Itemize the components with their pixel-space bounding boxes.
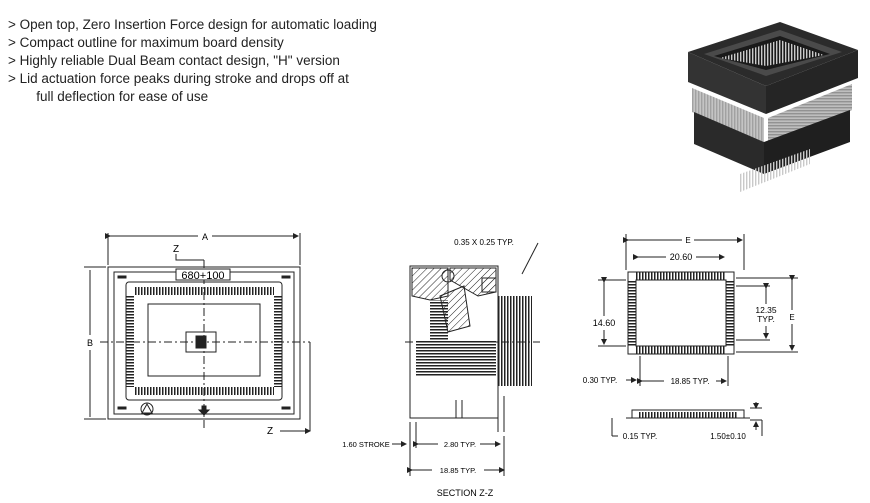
lead-thick-label: 0.15 TYP. bbox=[623, 432, 657, 441]
dim-b-label: B bbox=[87, 338, 93, 348]
dim-e-right: E bbox=[789, 313, 794, 322]
pitch-span-label: 18.85 TYP. bbox=[671, 377, 710, 386]
feature-item: > Open top, Zero Insertion Force design … bbox=[8, 17, 377, 32]
height-left-label: 14.60 bbox=[593, 318, 616, 328]
section-callout-top: 0.35 X 0.25 TYP. bbox=[454, 238, 514, 247]
width-typ-label: 2.80 TYP. bbox=[444, 440, 476, 449]
dim-a-label: A bbox=[202, 232, 208, 242]
z-marker-top: Z bbox=[173, 244, 179, 255]
part-label: 680+100 bbox=[181, 270, 224, 282]
top-view bbox=[84, 233, 311, 434]
overall-label: 18.85 TYP. bbox=[440, 466, 476, 475]
inner-width-label: 20.60 bbox=[670, 252, 693, 262]
section-caption: SECTION Z-Z bbox=[437, 488, 494, 498]
feature-list: > Open top, Zero Insertion Force design … bbox=[8, 16, 377, 106]
feature-item: > Compact outline for maximum board dens… bbox=[8, 35, 284, 50]
package-view bbox=[598, 234, 798, 437]
body-height-label: 1.50±0.10 bbox=[710, 432, 746, 441]
feature-item: > Highly reliable Dual Beam contact desi… bbox=[8, 53, 340, 68]
dim-e-top: E bbox=[685, 236, 690, 245]
section-view bbox=[392, 242, 540, 476]
mechanical-drawings: 680+100 A B Z Z 0.35 X 0.25 TYP. 1.60 ST… bbox=[84, 232, 798, 498]
stroke-label: 1.60 STROKE bbox=[342, 440, 390, 449]
height-right-typ: TYP. bbox=[757, 314, 775, 324]
socket-photo bbox=[688, 22, 858, 192]
height-right-label: 12.35 bbox=[755, 305, 777, 315]
lead-width-label: 0.30 TYP. bbox=[583, 376, 617, 385]
z-marker-right: Z bbox=[267, 426, 273, 437]
feature-item: > Lid actuation force peaks during strok… bbox=[8, 71, 349, 104]
